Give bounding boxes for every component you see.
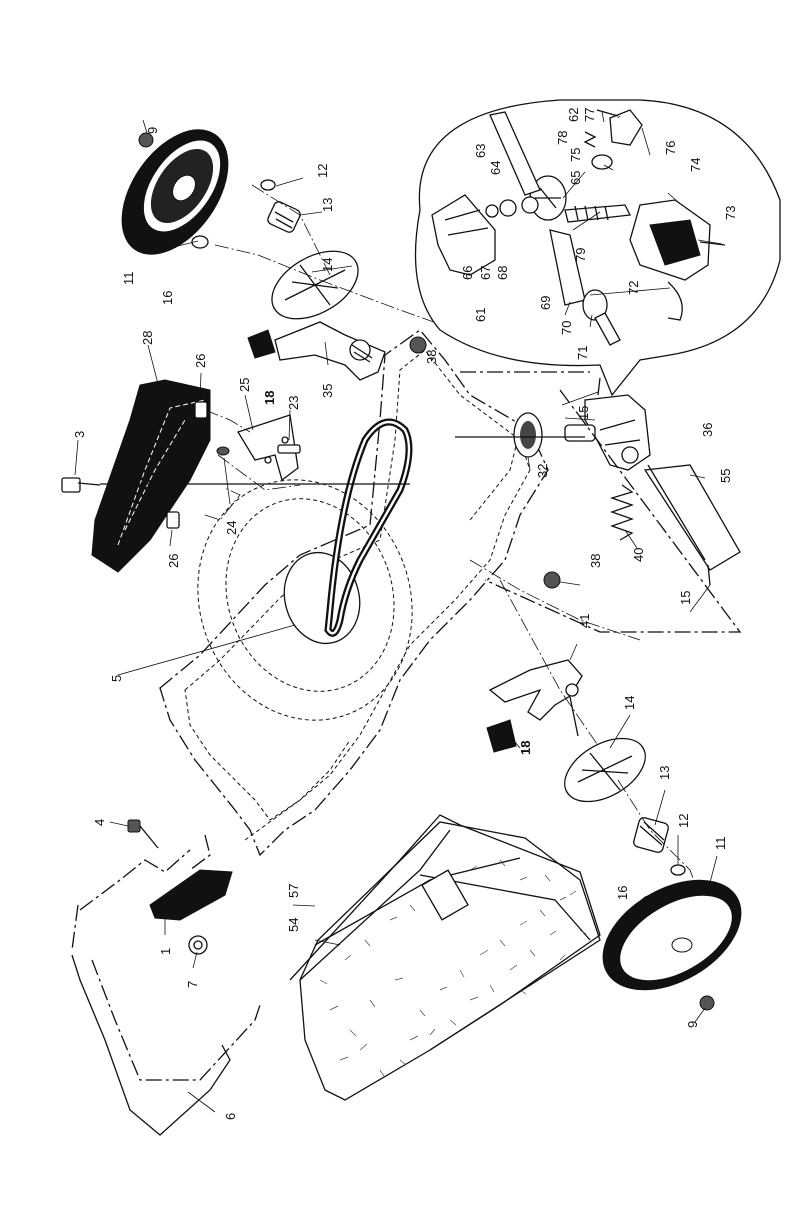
callout-18-bot: 18 [518, 741, 533, 755]
nut-9-top [139, 133, 153, 147]
callout-38-bot: 38 [588, 554, 603, 568]
screw-26-a [195, 402, 207, 418]
callout-5: 5 [109, 675, 124, 682]
callout-26-a: 26 [193, 354, 208, 368]
callout-7: 7 [185, 981, 200, 988]
nut-9-bot [700, 996, 714, 1010]
grass-bag [290, 815, 600, 1100]
blade [274, 544, 369, 652]
ratchet-13-bot [633, 817, 670, 854]
callout-15-top: 15 [576, 406, 591, 420]
control-lever-1 [150, 870, 232, 920]
callout-4: 4 [92, 819, 107, 826]
callout-57: 57 [286, 884, 301, 898]
callout-25: 25 [237, 378, 252, 392]
spring-40 [612, 485, 632, 540]
gearbox-inset [416, 100, 781, 395]
callout-13-top: 13 [320, 198, 335, 212]
callout-41: 41 [577, 614, 592, 628]
callout-9-bot: 9 [685, 1021, 700, 1028]
callout-54: 54 [286, 918, 301, 932]
callout-64: 64 [488, 161, 503, 175]
callout-6: 6 [223, 1113, 238, 1120]
gear-14-top [260, 237, 369, 332]
ratchet-13-top [266, 200, 302, 234]
washer-24 [217, 447, 229, 455]
callout-72: 72 [626, 281, 641, 295]
callout-61: 61 [473, 308, 488, 322]
front-wheel-bot [584, 858, 760, 1013]
washer-12-bot [671, 865, 685, 875]
screw-23 [278, 445, 300, 453]
bolt-4 [128, 820, 158, 848]
washer-12-top [261, 180, 275, 190]
callout-12-top: 12 [315, 164, 330, 178]
callout-16-top: 16 [160, 291, 175, 305]
callout-13-bot: 13 [657, 766, 672, 780]
height-adjuster-35 [275, 322, 385, 380]
callout-18-top: 18 [262, 391, 277, 405]
callout-35: 35 [320, 384, 335, 398]
callout-12-bot: 12 [676, 814, 691, 828]
rear-flap-28 [92, 380, 210, 572]
callout-11-top: 11 [121, 272, 136, 286]
callout-78: 78 [555, 131, 570, 145]
rear-wheel-top [100, 111, 249, 274]
callout-28: 28 [140, 331, 155, 345]
nut-7 [189, 936, 207, 954]
callout-79: 79 [573, 248, 588, 262]
knob-18-bot [487, 720, 516, 752]
callout-3: 3 [72, 431, 87, 438]
callout-32: 32 [535, 464, 550, 478]
callout-65: 65 [568, 171, 583, 185]
callout-77: 77 [582, 108, 597, 122]
handle-6 [72, 835, 260, 1135]
knob-18-top [248, 330, 275, 358]
callout-23: 23 [286, 396, 301, 410]
callout-55: 55 [718, 469, 733, 483]
callout-14-top: 14 [320, 258, 335, 272]
callout-11-bot: 11 [713, 837, 728, 851]
callout-26-b: 26 [166, 554, 181, 568]
callout-63: 63 [473, 144, 488, 158]
callout-36: 36 [700, 423, 715, 437]
callout-71: 71 [575, 346, 590, 360]
callout-38-top: 38 [424, 350, 439, 364]
callout-1: 1 [158, 948, 173, 955]
bushing-38-bot [544, 572, 560, 588]
callout-24: 24 [224, 521, 239, 535]
callout-67: 67 [478, 266, 493, 280]
callout-75: 75 [568, 148, 583, 162]
mower-deck [160, 330, 548, 855]
callout-73: 73 [723, 206, 738, 220]
callout-76: 76 [663, 141, 678, 155]
bolt-3 [62, 478, 100, 492]
callout-68: 68 [495, 266, 510, 280]
callout-16-bot: 16 [615, 886, 630, 900]
callout-14-bot: 14 [622, 696, 637, 710]
callout-15-bot: 15 [678, 591, 693, 605]
callout-74: 74 [688, 158, 703, 172]
pulley-32 [514, 413, 542, 457]
callout-9-top: 9 [145, 127, 160, 134]
callout-69: 69 [538, 296, 553, 310]
callout-62: 62 [566, 108, 581, 122]
screw-26-b [167, 512, 179, 528]
gear-14-bot [554, 725, 656, 814]
callout-66: 66 [460, 266, 475, 280]
callout-40: 40 [631, 548, 646, 562]
callout-70: 70 [559, 321, 574, 335]
